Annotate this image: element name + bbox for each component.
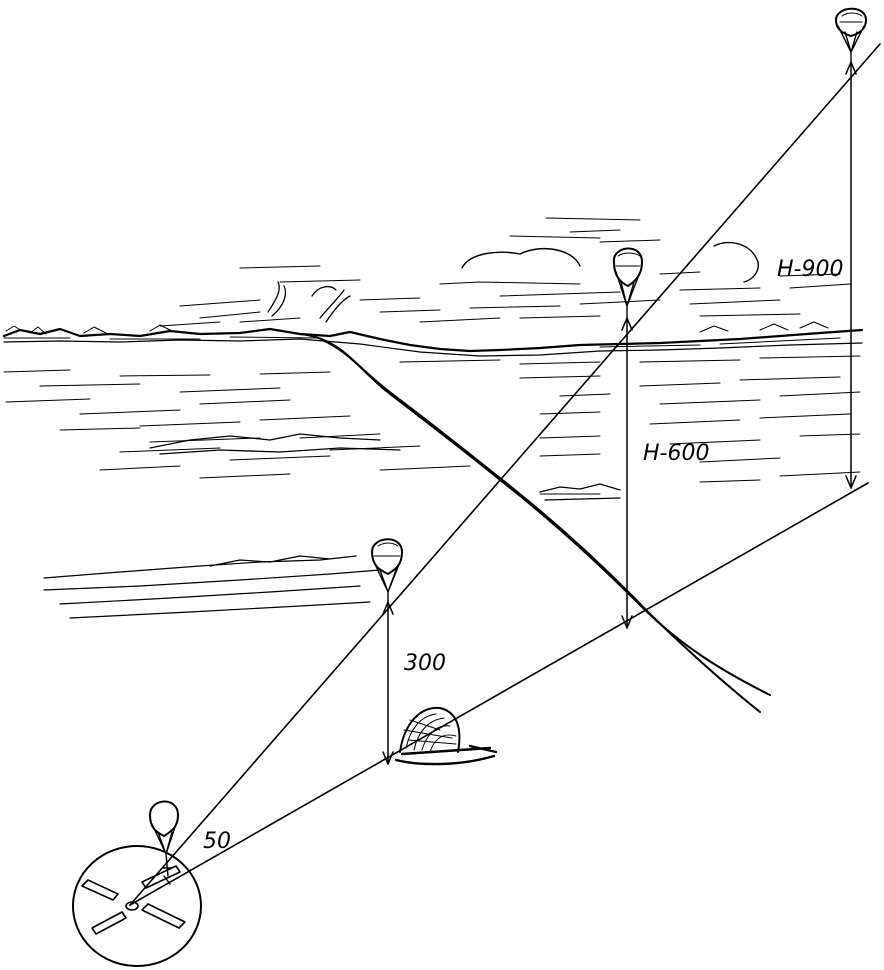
- landscape: [2, 217, 864, 713]
- label-distance-50: 50: [203, 829, 231, 854]
- road: [299, 333, 771, 713]
- parachute-icon-900: [835, 7, 867, 63]
- ground-line: [129, 482, 869, 906]
- clouds: [159, 217, 851, 327]
- label-height-300: 300: [404, 651, 446, 676]
- height-indicator-900: [845, 61, 857, 489]
- height-indicator-300: [382, 601, 394, 765]
- label-height-900: H-900: [777, 257, 843, 282]
- label-height-600: H-600: [643, 441, 709, 466]
- height-indicator-600: [621, 317, 633, 629]
- parachute-icon-300: [371, 538, 403, 603]
- horizon-ridge: [2, 321, 864, 357]
- landed-canopy-icon: [394, 706, 498, 766]
- drift-line: [129, 43, 881, 906]
- parachute-icon-600: [612, 247, 643, 319]
- landing-target: [72, 845, 202, 967]
- terrain-hatching: [3, 355, 861, 619]
